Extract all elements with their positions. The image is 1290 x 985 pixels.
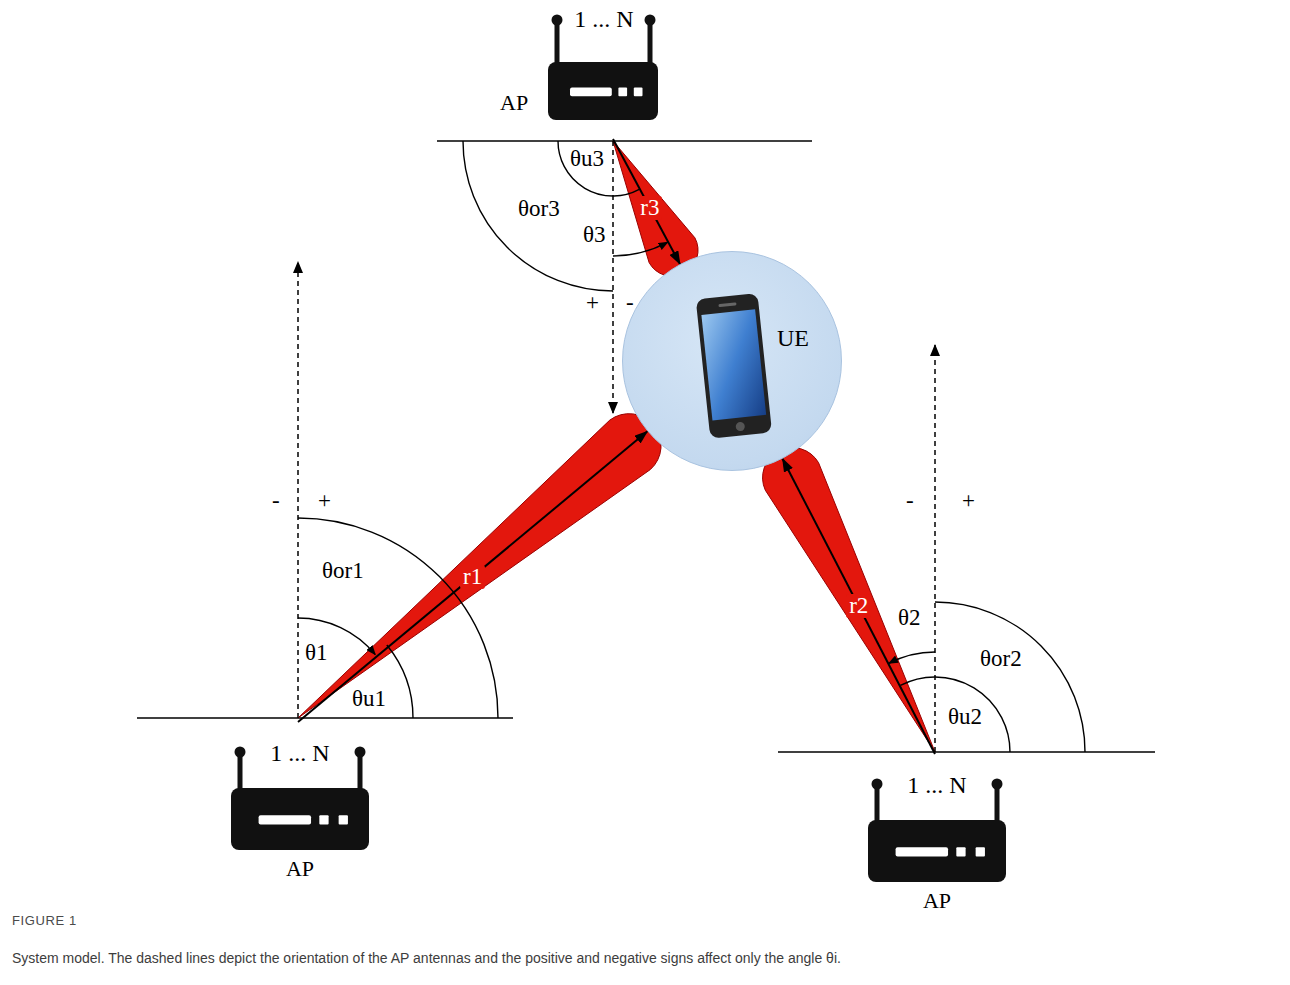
angle-arc — [900, 677, 1010, 752]
router-body — [548, 62, 658, 120]
angle-label: θu1 — [352, 686, 386, 712]
router-led — [319, 815, 328, 824]
distance-label: r3 — [637, 196, 662, 220]
antenna-tip — [872, 779, 883, 790]
access-point: 1 ... N AP — [225, 722, 375, 884]
beam-arrow — [783, 459, 936, 754]
orientation-dashed-line — [297, 262, 299, 718]
phone-screen — [701, 309, 766, 420]
antenna-tip — [992, 779, 1003, 790]
antenna — [555, 20, 560, 64]
phone-body — [696, 293, 772, 439]
user-equipment-circle: UE — [622, 251, 842, 471]
antenna-tip — [552, 15, 563, 26]
angle-arc — [889, 652, 935, 663]
access-point: 1 ... N AP — [500, 4, 665, 139]
angle-arc — [935, 602, 1085, 752]
antenna — [995, 784, 1000, 822]
sign-label: + — [586, 290, 599, 316]
angle-arc — [558, 141, 639, 196]
figure-caption: System model. The dashed lines depict th… — [12, 950, 841, 966]
antenna — [875, 784, 880, 822]
sign-label: - — [626, 290, 634, 316]
distance-label: r1 — [460, 565, 485, 589]
router-led — [339, 815, 348, 824]
router-slot — [896, 847, 948, 856]
angle-arc — [463, 141, 613, 291]
router-led — [956, 847, 965, 856]
distance-label: r2 — [846, 594, 871, 618]
antenna-count: 1 ... N — [907, 772, 966, 800]
ap-baseline — [437, 140, 812, 142]
router-body — [868, 820, 1006, 882]
beam-arrow — [613, 139, 680, 264]
antenna-tip — [235, 747, 246, 758]
beam-arrow — [298, 431, 647, 722]
beam-lobe — [298, 414, 661, 718]
antenna-count: 1 ... N — [270, 740, 329, 768]
antenna — [238, 752, 243, 790]
ap-baseline — [137, 717, 513, 719]
antenna-count: 1 ... N — [574, 6, 633, 34]
orientation-dashed-line — [934, 345, 936, 752]
beam-lobe — [763, 448, 935, 752]
angle-arc — [298, 518, 498, 718]
orientation-dashed-line — [612, 141, 614, 413]
figure-number: FIGURE 1 — [12, 914, 77, 929]
router-led — [976, 847, 985, 856]
router-slot — [259, 815, 311, 824]
angle-label: θ1 — [305, 640, 328, 666]
ap-baseline — [778, 751, 1155, 753]
sign-label: - — [906, 488, 914, 514]
angle-label: θor3 — [518, 196, 560, 222]
access-point: 1 ... N AP — [862, 754, 1012, 916]
phone-icon — [623, 252, 843, 472]
angle-label: θ3 — [583, 222, 606, 248]
router-slot — [570, 88, 612, 97]
router-body — [231, 788, 369, 850]
sign-label: + — [318, 488, 331, 514]
angle-label: θor2 — [980, 646, 1022, 672]
node-label: AP — [923, 888, 951, 913]
angle-label: θor1 — [322, 558, 364, 584]
antenna — [358, 752, 363, 790]
node-label: UE — [777, 325, 809, 353]
angle-label: θu2 — [948, 704, 982, 730]
node-label: AP — [500, 90, 528, 115]
router-led — [618, 88, 627, 97]
sign-label: - — [272, 488, 280, 514]
node-label: AP — [286, 856, 314, 881]
antenna-tip — [645, 15, 656, 26]
antenna — [648, 20, 653, 64]
sign-label: + — [962, 488, 975, 514]
angle-label: θ2 — [898, 605, 921, 631]
angle-label: θu3 — [570, 146, 604, 172]
router-led — [634, 88, 643, 97]
antenna-tip — [355, 747, 366, 758]
phone-speaker — [718, 302, 736, 307]
phone-button — [735, 422, 745, 432]
angle-arc — [613, 242, 668, 256]
angle-arc — [387, 645, 413, 718]
